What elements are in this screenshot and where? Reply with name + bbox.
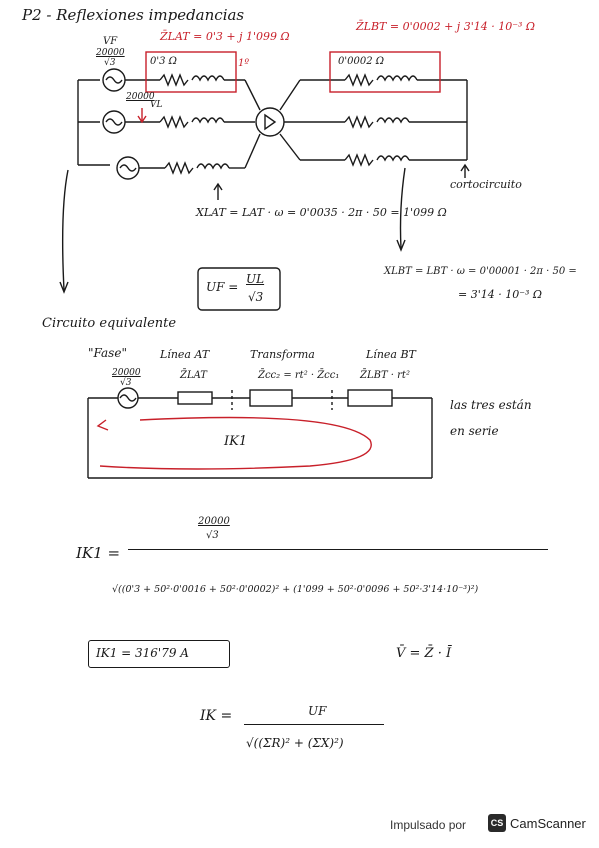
source2-label: VL: [150, 100, 163, 110]
source2-value: 20000: [126, 92, 155, 102]
ik-general-num: UF: [308, 704, 327, 718]
powered-by-text: Impulsado por: [390, 818, 467, 832]
xl-at-formula: XLAT = LAT · ω = 0'0035 · 2π · 50 = 1'09…: [196, 206, 447, 219]
eq-source-bottom: √3: [120, 378, 132, 388]
ik1-num-bottom: √3: [206, 530, 219, 541]
serie-note-2: en serie: [450, 424, 499, 438]
linea-bt-label: Línea BT: [366, 348, 416, 361]
ik-general-den: √((ΣR)² + (ΣX)²): [246, 736, 344, 750]
source-value-bottom: √3: [104, 58, 116, 68]
ik1-fraction-bar: [128, 549, 548, 551]
camscanner-logo-icon: CS: [488, 814, 506, 832]
ik-general-fraction-bar: [244, 724, 384, 726]
ohm-law: V̄ = Z̄ · Ī: [396, 646, 452, 661]
camscanner-brand: CamScanner: [510, 816, 586, 831]
uf-formula-num: UL: [246, 272, 265, 286]
serie-note-1: las tres están: [450, 398, 532, 412]
circuit-diagram: [59, 51, 470, 311]
ik-general-lhs: IK =: [200, 708, 233, 724]
transforma-label: Transforma: [250, 348, 315, 361]
source-value-top: 20000: [96, 48, 125, 58]
uf-formula-lhs: UF =: [206, 280, 239, 294]
xl-bt-formula-line2: = 3'14 · 10⁻³ Ω: [458, 288, 543, 301]
xl-bt-formula-line1: XLBT = LBT · ω = 0'00001 · 2π · 50 =: [384, 266, 577, 277]
eq-z-cc: Z̄cc₂ = rt² · Z̄cc₁: [258, 370, 340, 381]
cortocircuito-label: cortocircuito: [450, 178, 522, 191]
first-marker: 1º: [238, 58, 250, 69]
z-lbt-label: Z̄LBT = 0'0002 + j 3'14 · 10⁻³ Ω: [356, 20, 536, 33]
r-lat-value: 0'3 Ω: [150, 56, 177, 67]
linea-at-label: Línea AT: [160, 348, 210, 361]
ik1-num-top: 20000: [198, 516, 230, 527]
result-box: [88, 640, 230, 668]
z-lat-label: Z̄LAT = 0'3 + j 1'099 Ω: [160, 30, 290, 43]
ik1-label: IK1: [224, 434, 248, 449]
uf-formula-den: √3: [248, 290, 264, 304]
r-lbt-value: 0'0002 Ω: [338, 56, 385, 67]
ik1-lhs: IK1 =: [76, 544, 121, 562]
equivalent-circuit: [87, 387, 433, 479]
ik1-result: IK1 = 316'79 A: [96, 646, 189, 660]
ik1-denominator: √((0'3 + 50²·0'0016 + 50²·0'0002)² + (1'…: [112, 584, 479, 595]
source-label: VF: [103, 36, 118, 47]
eq-z-lat: Z̄LAT: [180, 370, 207, 381]
eq-z-lbt: Z̄LBT · rt²: [360, 370, 410, 381]
equivalent-heading: Circuito equivalente: [42, 316, 177, 331]
eq-source-top: 20000: [112, 368, 141, 378]
page-title: P2 - Reflexiones impedancias: [22, 6, 245, 24]
fase-label: "Fase": [88, 346, 127, 360]
